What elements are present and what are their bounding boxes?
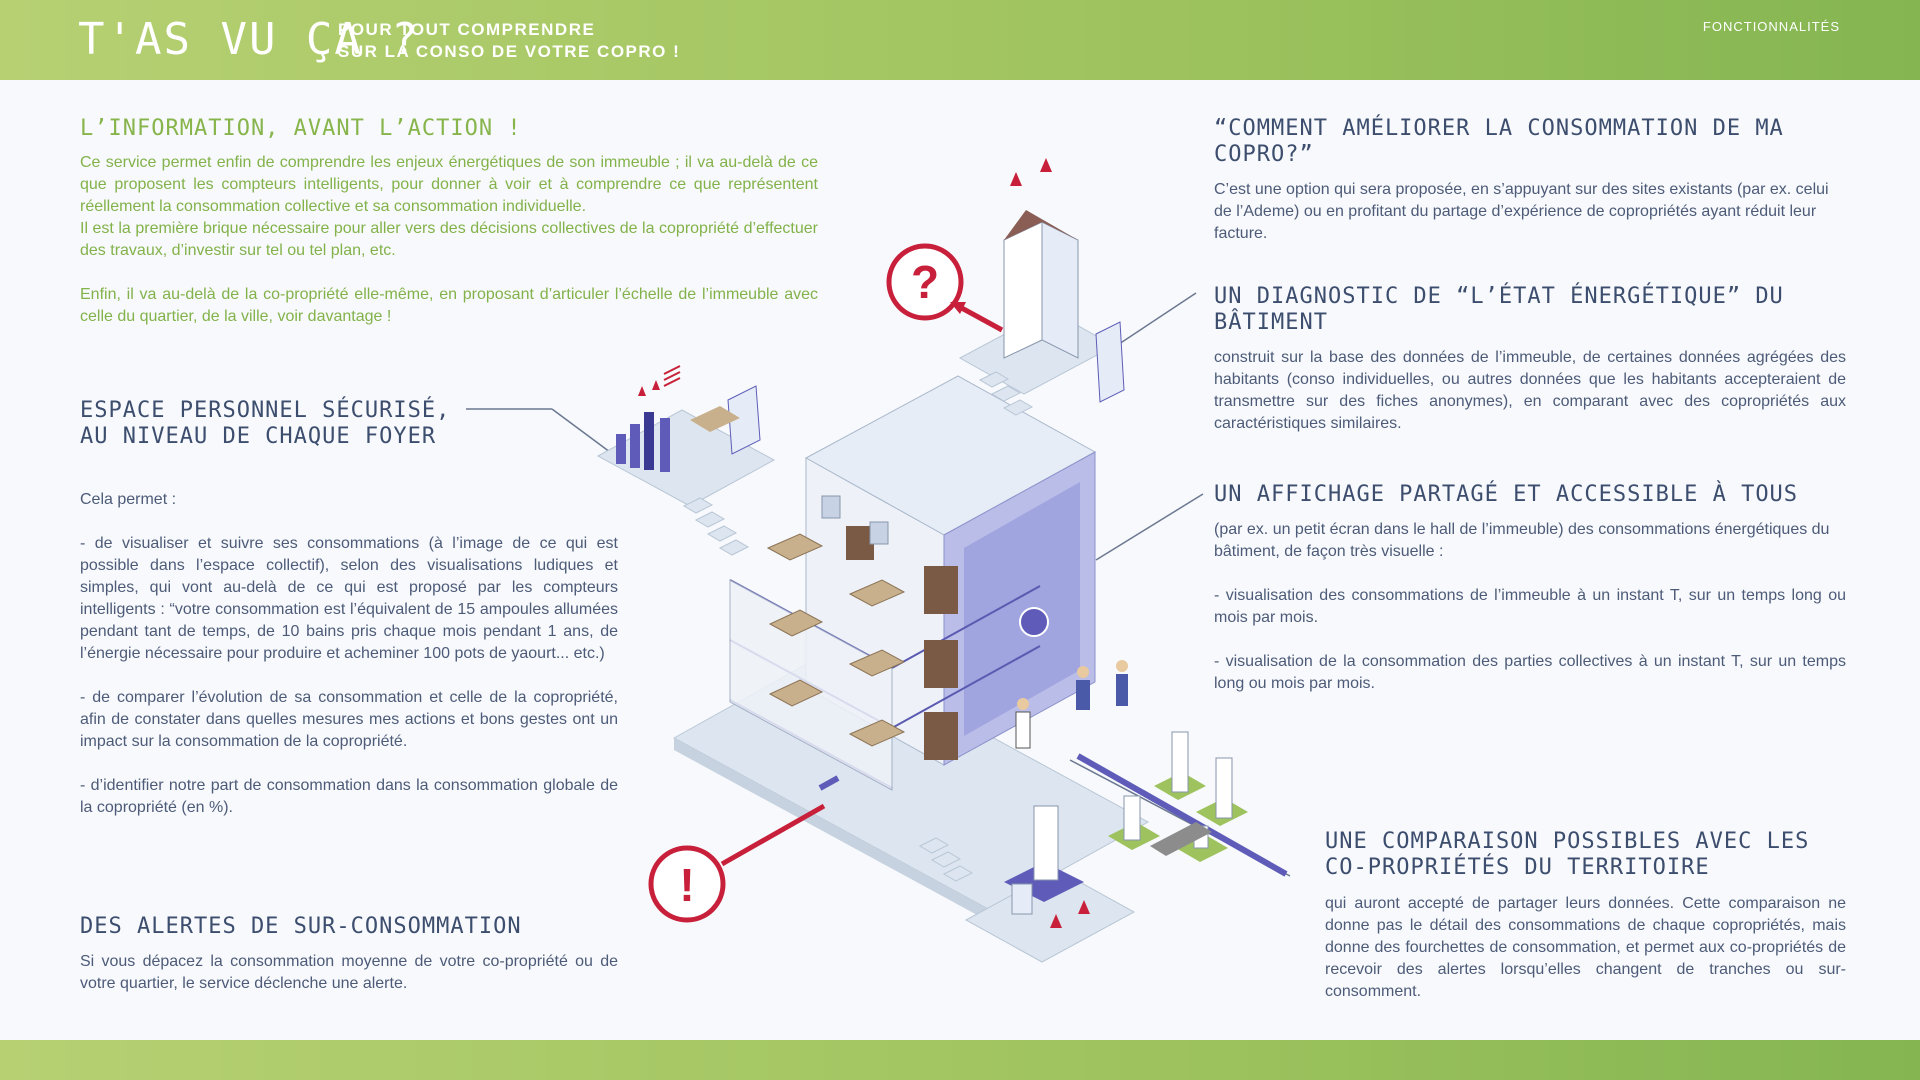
information-paragraph-2: Il est la première brique nécessaire pou… (80, 220, 818, 259)
question-mark-icon: ? (886, 243, 1004, 333)
affichage-intro: (par ex. un petit écran dans le hall de … (1214, 521, 1830, 560)
ameliorer-text: C’est une option qui sera proposée, en s… (1214, 181, 1829, 242)
espace-bullet-3: - d’identifier notre part de consommatio… (80, 777, 618, 816)
espace-intro: Cela permet : (80, 491, 177, 508)
espace-bullet-1: - de visualiser et suivre ses consommati… (80, 535, 618, 662)
territory-buildings (1108, 731, 1248, 862)
espace-bullet-2: - de comparer l’évolution de sa consomma… (80, 689, 618, 750)
comparaison-title-line-1: UNE COMPARAISON POSSIBLES AVEC LES (1325, 829, 1810, 854)
diagnostic-text: construit sur la base des données de l’i… (1214, 349, 1846, 432)
information-paragraph-1: Ce service permet enfin de comprendre le… (80, 154, 818, 215)
diagnostic-title-line-2: BÂTIMENT (1214, 310, 1328, 335)
affichage-bullet-1: - visualisation des consommations de l’i… (1214, 587, 1846, 626)
comparaison-text: qui auront accepté de partager leurs don… (1325, 895, 1846, 1000)
tagline: POUR TOUT COMPRENDRE SUR LA CONSO DE VOT… (338, 19, 680, 63)
espace-text: Cela permet : - de visualiser et suivre … (80, 489, 618, 819)
espace-title-line-1: ESPACE PERSONNEL SÉCURISÉ, (80, 398, 451, 423)
information-title: L’INFORMATION, AVANT L’ACTION ! (80, 116, 522, 141)
espace-title: ESPACE PERSONNEL SÉCURISÉ, AU NIVEAU DE … (80, 398, 450, 450)
brand-title: T'AS VU ÇA ? (78, 14, 420, 65)
comparaison-title: UNE COMPARAISON POSSIBLES AVEC LES CO-PR… (1325, 829, 1809, 881)
tagline-line-2: SUR LA CONSO DE VOTRE COPRO ! (338, 42, 681, 61)
main-building (729, 375, 1128, 791)
diagnostic-title-line-1: UN DIAGNOSTIC DE “L’ÉTAT ÉNERGÉTIQUE” DU (1214, 284, 1784, 309)
alertes-title: DES ALERTES DE SUR-CONSOMMATION (80, 914, 522, 939)
reference-building (958, 158, 1125, 416)
footer-bar (0, 1040, 1920, 1080)
ground-platform-edge (674, 738, 990, 922)
diagnostic-title: UN DIAGNOSTIC DE “L’ÉTAT ÉNERGÉTIQUE” DU… (1214, 284, 1854, 336)
affichage-bullet-2: - visualisation de la consommation des p… (1214, 653, 1846, 692)
information-text: Ce service permet enfin de comprendre le… (80, 152, 818, 328)
svg-text:!: ! (679, 859, 694, 911)
territory-link-line (1076, 753, 1288, 877)
tagline-line-1: POUR TOUT COMPRENDRE (338, 20, 596, 39)
alert-icon: ! (648, 803, 826, 923)
building-link-line (818, 775, 840, 791)
personal-space-platform (596, 365, 776, 556)
information-paragraph-3: Enfin, il va au-delà de la co-propriété … (80, 286, 818, 325)
alertes-text: Si vous dépacez la consommation moyenne … (80, 953, 618, 992)
ameliorer-title-line-1: “COMMENT AMÉLIORER LA CONSOMMATION DE MA (1214, 116, 1784, 141)
affichage-text: (par ex. un petit écran dans le hall de … (1214, 519, 1846, 695)
ameliorer-title-line-2: COPRO?” (1214, 142, 1314, 167)
nav-link-fonctionnalites[interactable]: FONCTIONNALITÉS (1702, 19, 1840, 34)
comparaison-title-line-2: CO-PROPRIÉTÉS DU TERRITOIRE (1325, 855, 1710, 880)
residents-group (1015, 660, 1128, 749)
espace-title-line-2: AU NIVEAU DE CHAQUE FOYER (80, 424, 437, 449)
neighborhood-platform (918, 805, 1136, 963)
display-screen-icon (1019, 607, 1049, 637)
svg-text:?: ? (911, 256, 939, 308)
header-bar: T'AS VU ÇA ? POUR TOUT COMPRENDRE SUR LA… (0, 0, 1920, 80)
ground-platform (672, 649, 1150, 911)
ameliorer-title: “COMMENT AMÉLIORER LA CONSOMMATION DE MA… (1214, 116, 1814, 168)
affichage-title: UN AFFICHAGE PARTAGÉ ET ACCESSIBLE À TOU… (1214, 482, 1799, 507)
